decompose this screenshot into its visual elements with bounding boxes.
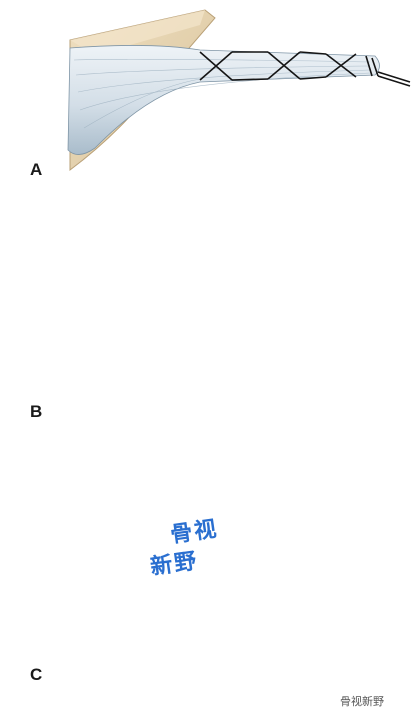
watermark-line-2: 新野 xyxy=(148,548,200,581)
panel-a-tendon xyxy=(67,45,380,155)
panel-label-c: C xyxy=(30,665,43,684)
panel-label-b: B xyxy=(30,402,43,421)
panel-a-drawing xyxy=(67,9,411,172)
panel-a-sutures xyxy=(199,51,411,87)
panel-label-a: A xyxy=(30,160,43,179)
footer-watermark: 骨视新野 xyxy=(340,695,384,708)
